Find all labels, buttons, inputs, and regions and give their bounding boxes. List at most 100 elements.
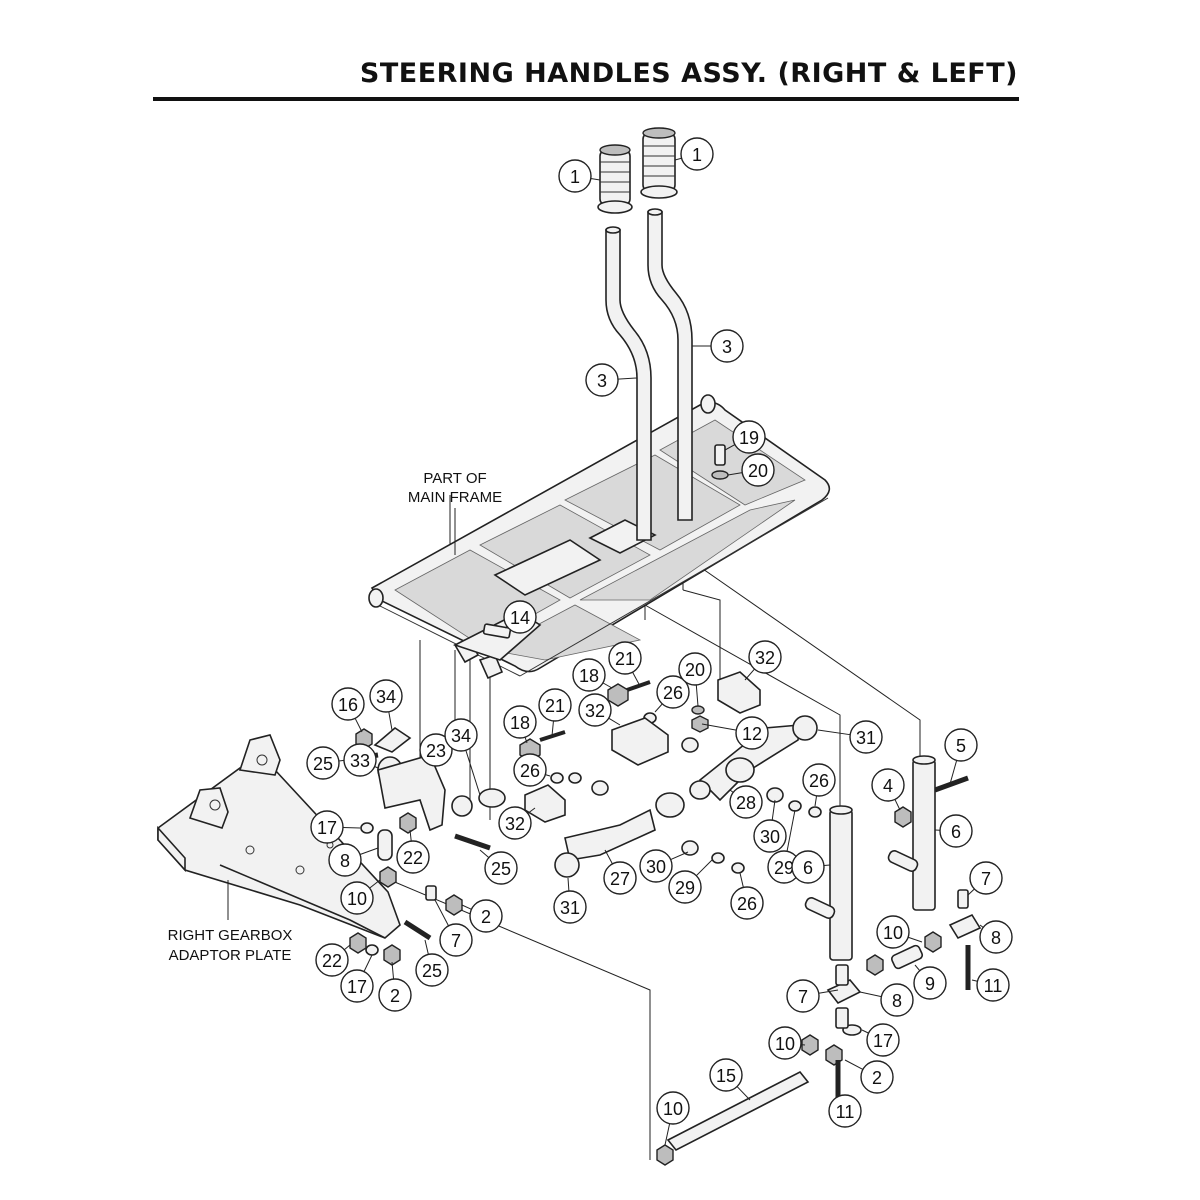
callout-leader xyxy=(465,750,481,796)
callout-number: 8 xyxy=(991,928,1001,948)
callout-1: 1 xyxy=(558,159,601,193)
callout-number: 25 xyxy=(491,859,511,879)
callout-circle xyxy=(315,943,349,977)
callout-circle xyxy=(503,600,537,634)
callout-10: 10 xyxy=(656,1091,690,1146)
callout-12: 12 xyxy=(701,716,769,750)
callout-number: 16 xyxy=(338,695,358,715)
callout-number: 29 xyxy=(774,858,794,878)
callout-number: 19 xyxy=(739,428,759,448)
callout-circle xyxy=(802,763,836,797)
callout-number: 30 xyxy=(646,857,666,877)
callout-leader xyxy=(695,859,713,877)
callout-leader xyxy=(343,944,351,951)
callout-circle xyxy=(538,688,572,722)
callout-number: 27 xyxy=(610,869,630,889)
callout-leader xyxy=(844,1059,864,1070)
callout-number: 11 xyxy=(984,976,1003,996)
callout-leader xyxy=(861,1029,869,1034)
callout-number: 8 xyxy=(892,991,902,1011)
callout-circle xyxy=(306,746,340,780)
callout-circle xyxy=(513,753,547,787)
callout-number: 30 xyxy=(760,827,780,847)
callout-leader xyxy=(524,737,528,744)
callout-number: 28 xyxy=(736,793,756,813)
gearbox-adaptor-plate xyxy=(157,734,401,939)
callout-circle xyxy=(503,705,537,739)
callout-21: 21 xyxy=(608,641,642,687)
callout-leader xyxy=(602,682,613,689)
callout-2: 2 xyxy=(844,1059,894,1094)
callout-number: 32 xyxy=(755,648,775,668)
callout-circle xyxy=(871,768,905,802)
callout-7: 7 xyxy=(967,861,1003,896)
hardware xyxy=(344,444,982,1166)
callout-leader xyxy=(967,888,975,896)
callout-number: 33 xyxy=(350,751,370,771)
handle-grip-right xyxy=(640,127,678,199)
callout-number: 15 xyxy=(716,1066,736,1086)
callout-circle xyxy=(331,687,365,721)
handle-tube-right xyxy=(647,208,693,521)
note-gearbox: RIGHT GEARBOX ADAPTOR PLATE xyxy=(168,927,293,964)
svg-text:RIGHT GEARBOX: RIGHT GEARBOX xyxy=(168,927,293,944)
callout-leader xyxy=(786,809,796,852)
callout-circle xyxy=(668,870,702,904)
callout-number: 1 xyxy=(692,145,702,165)
callout-leader xyxy=(914,964,921,972)
callout-leader xyxy=(670,851,689,861)
callout-number: 26 xyxy=(663,683,683,703)
callout-circle xyxy=(976,968,1010,1002)
callout-leader xyxy=(744,668,755,681)
callout-number: 10 xyxy=(347,889,367,909)
callout-2: 2 xyxy=(461,899,503,933)
callout-leader xyxy=(823,864,831,867)
callout-number: 34 xyxy=(451,726,471,746)
callout-leader xyxy=(654,703,663,713)
callout-21: 21 xyxy=(538,688,572,737)
callout-circle xyxy=(340,969,374,1003)
callout-leader xyxy=(771,799,776,821)
callout-25: 25 xyxy=(479,849,518,885)
callout-circle xyxy=(748,640,782,674)
callout-7: 7 xyxy=(786,979,839,1013)
callout-8: 8 xyxy=(328,843,379,877)
callout-circle xyxy=(735,716,769,750)
callout-8: 8 xyxy=(859,983,914,1017)
callout-leader xyxy=(818,989,839,994)
callout-number: 7 xyxy=(798,987,808,1007)
callout-leader xyxy=(590,178,601,181)
callout-18: 18 xyxy=(572,658,613,692)
callout-circle xyxy=(710,329,744,363)
callout-circle xyxy=(860,1060,894,1094)
callout-number: 22 xyxy=(403,848,423,868)
svg-text:MAIN FRAME: MAIN FRAME xyxy=(408,489,502,506)
callout-circle xyxy=(939,814,973,848)
callout-number: 6 xyxy=(951,822,961,842)
callout-number: 10 xyxy=(883,923,903,943)
callout-number: 26 xyxy=(809,771,829,791)
callout-6: 6 xyxy=(791,850,831,884)
callout-circle xyxy=(585,363,619,397)
callout-3: 3 xyxy=(585,363,638,397)
callout-27: 27 xyxy=(603,849,637,895)
note-main-frame: PART OF MAIN FRAME xyxy=(408,470,502,555)
callout-circle xyxy=(732,420,766,454)
callout-leader xyxy=(736,1086,751,1101)
callout-leader xyxy=(545,774,551,777)
callout-leader xyxy=(388,711,393,731)
callout-circle xyxy=(328,843,362,877)
callout-leader xyxy=(894,799,901,811)
callout-26: 26 xyxy=(730,872,764,920)
callout-29: 29 xyxy=(767,809,801,884)
callout-number: 26 xyxy=(520,761,540,781)
callout-circle xyxy=(369,679,403,713)
callout-26: 26 xyxy=(802,763,836,807)
callout-10: 10 xyxy=(340,879,381,915)
callout-4: 4 xyxy=(871,768,905,811)
callout-number: 14 xyxy=(510,608,530,628)
callout-2: 2 xyxy=(378,961,412,1012)
drag-link-rod xyxy=(666,1070,810,1152)
callout-circle xyxy=(729,785,763,819)
